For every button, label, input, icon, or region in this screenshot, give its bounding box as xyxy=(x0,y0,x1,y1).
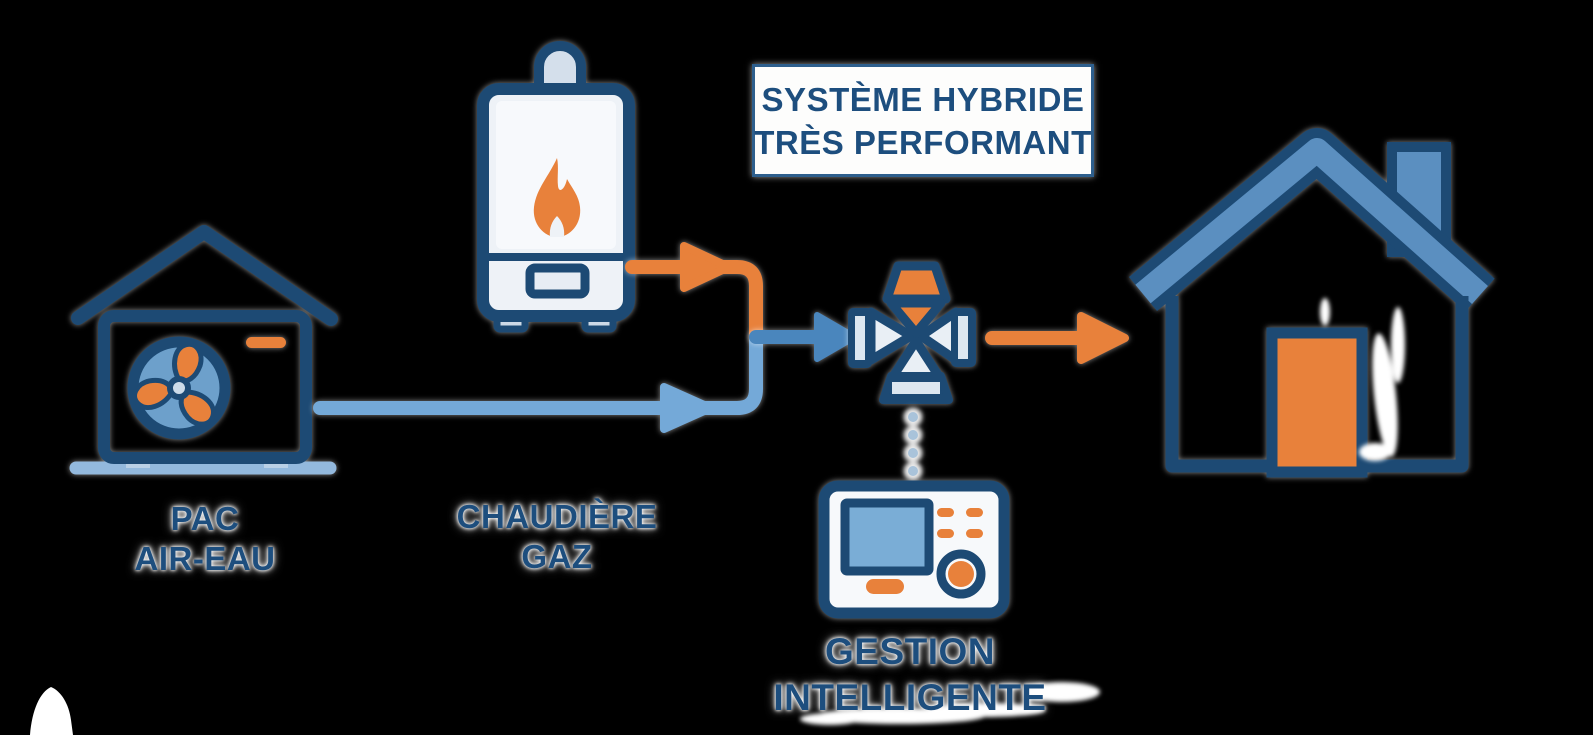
heat-pump-label: PAC AIR-EAU xyxy=(80,499,330,579)
controller-slider xyxy=(866,579,904,594)
controller-screen xyxy=(840,498,934,576)
fan-icon xyxy=(127,336,231,440)
heat-pump-label-line2: AIR-EAU xyxy=(134,540,276,577)
heat-pump-flow-arrow xyxy=(313,333,763,433)
valve-base-stripe xyxy=(892,382,940,394)
controller-label-line2: INTELLIGENTE xyxy=(773,677,1047,718)
house-icon xyxy=(1128,128,1495,478)
title-box: SYSTÈME HYBRIDE TRÈS PERFORMANT xyxy=(752,64,1094,177)
boiler-label: CHAUDIÈRE GAZ xyxy=(432,497,682,577)
title-line-2: TRÈS PERFORMANT xyxy=(754,123,1092,161)
boiler-label-line1: CHAUDIÈRE xyxy=(456,498,658,535)
smart-controller-icon xyxy=(818,408,1010,619)
fan-hub xyxy=(167,376,191,400)
control-dotted-link xyxy=(904,408,922,480)
valve-cap-wedge xyxy=(886,298,946,338)
background-artifacts xyxy=(30,298,1405,735)
valve-cap xyxy=(882,261,951,304)
heat-pump-roof-outline xyxy=(71,225,338,326)
boiler-vent-slot xyxy=(525,263,590,299)
unit-indicator xyxy=(246,337,286,348)
boiler-label-line2: GAZ xyxy=(521,538,593,575)
unit-body xyxy=(98,310,312,464)
controller-label: GESTION INTELLIGENTE xyxy=(765,629,1055,721)
boiler-flow-arrow xyxy=(625,242,763,341)
house-roof xyxy=(1128,128,1495,312)
combined-flow-arrow xyxy=(749,312,858,362)
door-icon xyxy=(1266,327,1368,478)
heat-pump-label-line1: PAC xyxy=(170,500,240,537)
controller-knob xyxy=(948,561,974,587)
gas-boiler-icon xyxy=(477,41,635,333)
mixing-valve-icon xyxy=(848,261,976,404)
heat-pump-outdoor-unit-icon xyxy=(69,225,338,475)
flame-icon xyxy=(533,158,581,237)
controller-buttons xyxy=(937,508,983,538)
controller-label-line1: GESTION xyxy=(824,631,996,672)
title-line-1: SYSTÈME HYBRIDE xyxy=(761,80,1085,118)
output-flow-arrow xyxy=(985,312,1129,364)
valve-port-right-stripe xyxy=(958,316,968,359)
valve-port-left-stripe xyxy=(855,316,865,360)
